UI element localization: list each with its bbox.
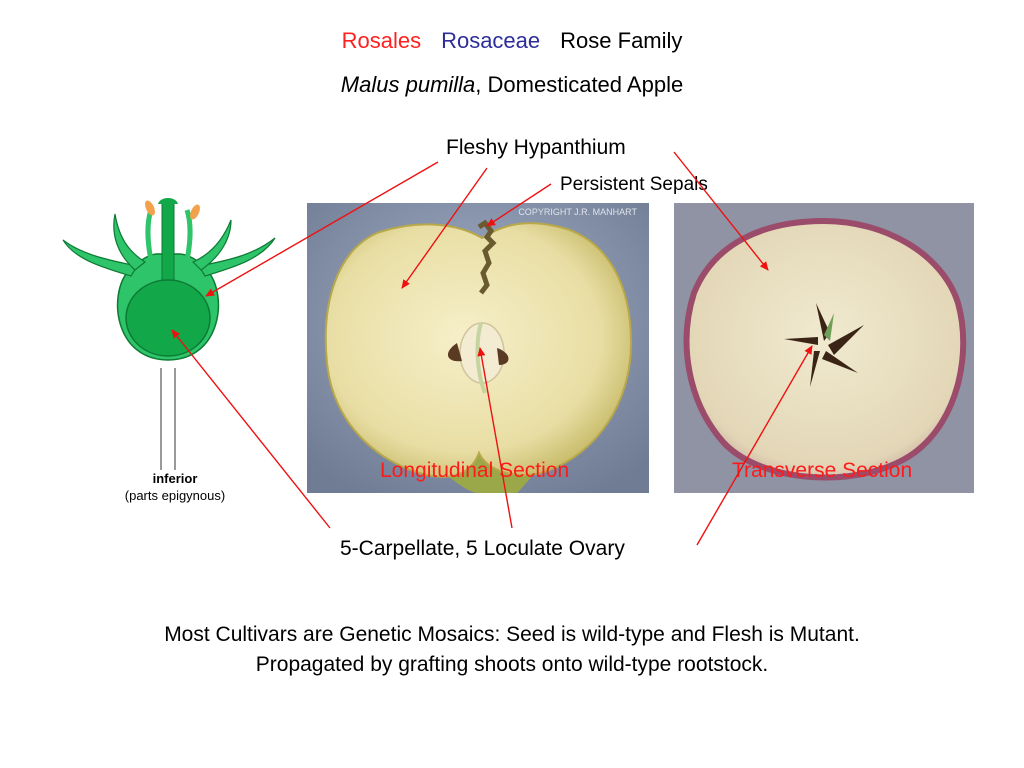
longitudinal-section-label: Longitudinal Section [380,459,570,482]
footer-line-2: Propagated by grafting shoots onto wild-… [255,653,769,676]
footer-line-1: Most Cultivars are Genetic Mosaics: Seed… [164,623,860,646]
diagram-caption-subtitle: (parts epigynous) [124,488,226,503]
arrow-ovary-transverse [696,345,813,546]
fleshy-hypanthium-label: Fleshy Hypanthium [446,136,626,159]
transverse-section-photo [674,203,974,493]
diagram-caption: inferior (parts epigynous) [80,470,270,504]
arrow-hypanthium-longitudinal [401,167,488,289]
arrow-ovary-longitudinal [477,347,513,529]
title-line: Rosales Rosaceae Rose Family [0,28,1024,54]
family-name: Rosaceae [441,28,541,53]
copyright-text: COPYRIGHT J.R. MANHART [518,207,637,217]
transverse-section-label: Transverse Section [732,459,913,482]
footer-text: Most Cultivars are Genetic Mosaics: Seed… [0,620,1024,680]
persistent-sepals-label: Persistent Sepals [560,174,708,195]
arrow-hypanthium-diagram [205,161,439,297]
arrow-ovary-diagram [171,329,331,529]
common-family-name: Rose Family [560,28,683,53]
species-common-name: , Domesticated Apple [475,72,684,97]
order-name: Rosales [341,28,422,53]
arrow-persistent-sepals [486,183,552,227]
flower-diagram [55,150,285,480]
diagram-caption-title: inferior [152,471,198,486]
species-line: Malus pumilla, Domesticated Apple [0,72,1024,98]
ovary-label: 5-Carpellate, 5 Loculate Ovary [340,537,625,560]
species-name: Malus pumilla [340,72,476,97]
arrow-hypanthium-transverse [673,151,769,271]
